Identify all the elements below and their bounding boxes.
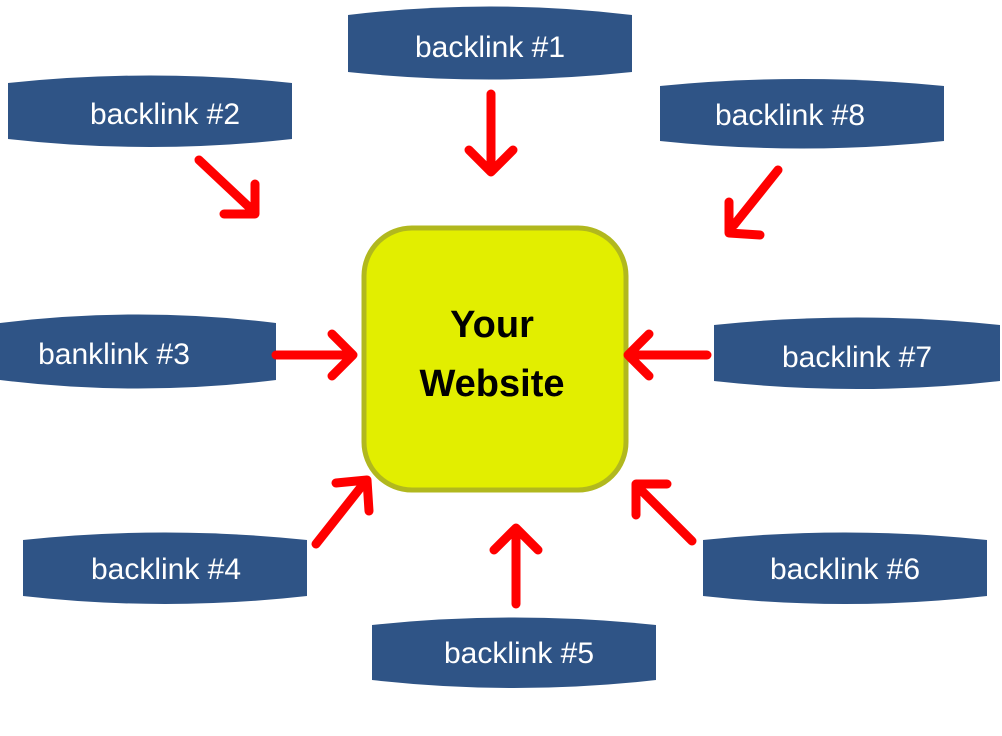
arrow-shaft	[311, 482, 366, 549]
arrow-head	[724, 197, 765, 240]
arrow-from-backlink-6	[631, 479, 697, 546]
node-backlink-8: backlink #8	[660, 79, 944, 149]
arrow-head	[327, 329, 358, 381]
node-shape	[660, 79, 944, 149]
center-your-website: Your Website	[361, 225, 629, 493]
arrow-shaft	[194, 155, 254, 212]
node-backlink-7: backlink #7	[714, 317, 1000, 389]
arrow-head	[631, 479, 672, 520]
node-shape	[8, 75, 292, 147]
arrow-from-backlink-2	[194, 155, 260, 219]
node-label: backlink #4	[91, 553, 241, 586]
node-label: banklink #3	[38, 338, 190, 371]
node-shape	[23, 532, 307, 604]
node-label: backlink #5	[444, 637, 594, 670]
node-label: backlink #6	[770, 553, 920, 586]
node-label: backlink #7	[782, 341, 932, 374]
node-backlink-5: backlink #5	[372, 617, 656, 688]
arrow-head	[464, 145, 518, 177]
center-box	[361, 225, 629, 493]
node-backlink-6: backlink #6	[703, 532, 987, 604]
node-label: backlink #1	[415, 31, 565, 64]
arrow-from-backlink-4	[311, 475, 374, 549]
node-label: backlink #8	[715, 99, 865, 132]
arrow-from-backlink-8	[724, 165, 783, 240]
arrow-head	[623, 329, 654, 381]
arrow-shaft	[729, 165, 783, 230]
arrow-from-backlink-7	[623, 329, 712, 381]
node-backlink-2: backlink #2	[8, 75, 292, 147]
arrow-head	[331, 475, 374, 516]
node-shape	[714, 317, 1000, 389]
arrow-from-backlink-5	[489, 523, 543, 609]
arrow-from-banklink-3	[271, 329, 358, 381]
node-backlink-1: backlink #1	[348, 6, 632, 80]
node-shape	[703, 532, 987, 604]
arrow-shaft	[638, 487, 697, 546]
center-line-2: Website	[419, 363, 564, 405]
arrow-head	[219, 179, 260, 219]
node-shape	[0, 314, 276, 389]
node-label: backlink #2	[90, 98, 240, 131]
node-shape	[372, 617, 656, 688]
node-shape	[348, 6, 632, 80]
center-line-1: Your	[450, 304, 534, 346]
arrow-from-backlink-1	[464, 89, 518, 177]
arrow-head	[489, 523, 543, 555]
node-banklink-3: banklink #3	[0, 314, 276, 389]
node-backlink-4: backlink #4	[23, 532, 307, 604]
